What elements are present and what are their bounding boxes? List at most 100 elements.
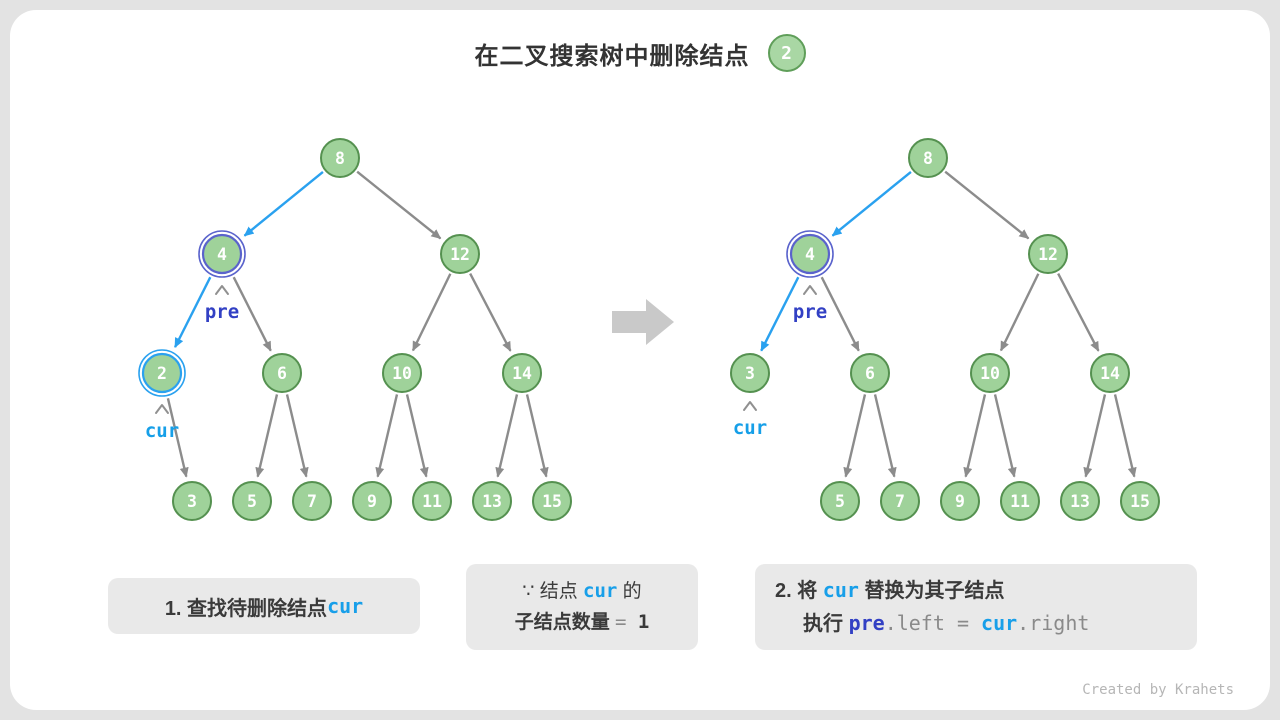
tree-edge — [873, 394, 897, 478]
tree-node-value: 7 — [307, 492, 317, 511]
tree-edge — [1083, 394, 1107, 478]
tree-edge — [243, 170, 324, 237]
tree-node-value: 10 — [392, 364, 412, 383]
tree-node-12: 12 — [440, 234, 480, 274]
condition-line1-b: 的 — [617, 581, 642, 602]
pointer-caret-icon — [803, 285, 817, 295]
tree-edge — [760, 276, 800, 352]
tree-node-value: 5 — [835, 492, 845, 511]
tree-node-value: 12 — [1038, 245, 1058, 264]
step2-code-left: .left — [884, 611, 945, 635]
tree-node-8: 8 — [320, 138, 360, 178]
tree-node-2: 2 — [138, 349, 186, 397]
credit-text: Created by Krahets — [1082, 682, 1234, 698]
step2-code-eq: = — [944, 611, 982, 635]
condition-line2-a: 子结点数量 — [514, 612, 615, 633]
tree-node-10: 10 — [970, 353, 1010, 393]
tree-edge — [999, 273, 1040, 352]
tree-edge — [831, 170, 912, 237]
tree-node-3: 3 — [172, 481, 212, 521]
tree-node-value: 2 — [157, 364, 167, 383]
tree-node-value: 4 — [217, 245, 227, 264]
pointer-caret-icon — [743, 401, 757, 411]
tree-node-9: 9 — [352, 481, 392, 521]
caption-step1: 1. 查找待删除结点 cur — [108, 578, 420, 634]
step2-line1-a: 2. 将 — [775, 580, 823, 602]
tree-node-13: 13 — [472, 481, 512, 521]
title-node-badge: 2 — [767, 34, 806, 72]
pointer-label-cur: cur — [733, 417, 767, 439]
pointer-label-pre: pre — [793, 301, 827, 323]
tree-node-11: 11 — [412, 481, 452, 521]
tree-node-value: 9 — [367, 492, 377, 511]
caption-condition-line1: ∵ 结点 cur 的 — [522, 576, 641, 607]
tree-edge — [356, 170, 442, 240]
pointer-label-cur: cur — [145, 420, 179, 442]
tree-edge — [495, 394, 519, 478]
tree-node-14: 14 — [502, 353, 542, 393]
caption-condition: ∵ 结点 cur 的 子结点数量 = 1 — [466, 564, 698, 650]
pointer-caret-icon — [155, 404, 169, 414]
tree-node-value: 3 — [187, 492, 197, 511]
tree-node-value: 10 — [980, 364, 1000, 383]
tree-before: 8 4 12 2 6 10 14 3 5 7 9 11 13 15 pre cur — [138, 138, 572, 521]
tree-node-9: 9 — [940, 481, 980, 521]
tree-node-3: 3 — [730, 353, 770, 393]
caption-step2-line1: 2. 将 cur 替换为其子结点 — [775, 574, 1197, 607]
tree-node-14: 14 — [1090, 353, 1130, 393]
caption-step1-text: 1. 查找待删除结点 — [164, 597, 328, 620]
tree-node-15: 15 — [1120, 481, 1160, 521]
caption-condition-line2: 子结点数量 = 1 — [515, 607, 650, 638]
tree-node-value: 12 — [450, 245, 470, 264]
tree-edge — [843, 394, 867, 478]
step2-code-pre: pre — [848, 611, 885, 635]
caption-step2: 2. 将 cur 替换为其子结点 执行 pre.left = cur.right — [755, 564, 1197, 650]
tree-edge — [285, 394, 309, 478]
tree-edge — [1057, 272, 1100, 352]
tree-node-4: 4 — [198, 230, 246, 278]
tree-edge — [405, 394, 429, 478]
tree-edge — [993, 394, 1017, 478]
tree-edge — [1113, 394, 1137, 478]
pointer-caret-icon — [215, 285, 229, 295]
step2-exec-label: 执行 — [803, 613, 849, 635]
tree-node-value: 8 — [335, 149, 345, 168]
tree-node-value: 11 — [1010, 492, 1030, 511]
tree-edge — [944, 170, 1030, 240]
tree-edge — [525, 394, 549, 478]
tree-node-13: 13 — [1060, 481, 1100, 521]
tree-node-6: 6 — [850, 353, 890, 393]
tree-node-value: 13 — [482, 492, 502, 511]
tree-node-value: 5 — [247, 492, 257, 511]
pointer-label-pre: pre — [205, 301, 239, 323]
caption-step2-line2: 执行 pre.left = cur.right — [775, 607, 1197, 640]
tree-node-value: 8 — [923, 149, 933, 168]
tree-node-value: 11 — [422, 492, 442, 511]
tree-node-6: 6 — [262, 353, 302, 393]
tree-edge — [820, 276, 860, 352]
tree-node-5: 5 — [232, 481, 272, 521]
tree-node-value: 6 — [277, 364, 287, 383]
condition-line1-a: ∵ 结点 — [522, 581, 584, 602]
step2-code-right: .right — [1017, 611, 1090, 635]
step2-line1-b: 替换为其子结点 — [858, 580, 1005, 602]
tree-node-value: 7 — [895, 492, 905, 511]
step2-code-cur: cur — [981, 611, 1018, 635]
tree-node-11: 11 — [1000, 481, 1040, 521]
caption-step1-code: cur — [327, 594, 364, 618]
tree-edge — [469, 272, 512, 352]
tree-edge — [411, 273, 452, 352]
title-row: 在二叉搜索树中删除结点 2 — [0, 34, 1280, 72]
tree-edge — [232, 276, 272, 352]
tree-node-value: 13 — [1070, 492, 1090, 511]
page-title: 在二叉搜索树中删除结点 — [474, 42, 750, 70]
tree-edge — [173, 276, 212, 348]
tree-node-value: 15 — [1130, 492, 1150, 511]
tree-node-12: 12 — [1028, 234, 1068, 274]
tree-node-value: 15 — [542, 492, 562, 511]
tree-edge — [963, 394, 987, 478]
transform-arrow-icon — [612, 299, 674, 345]
